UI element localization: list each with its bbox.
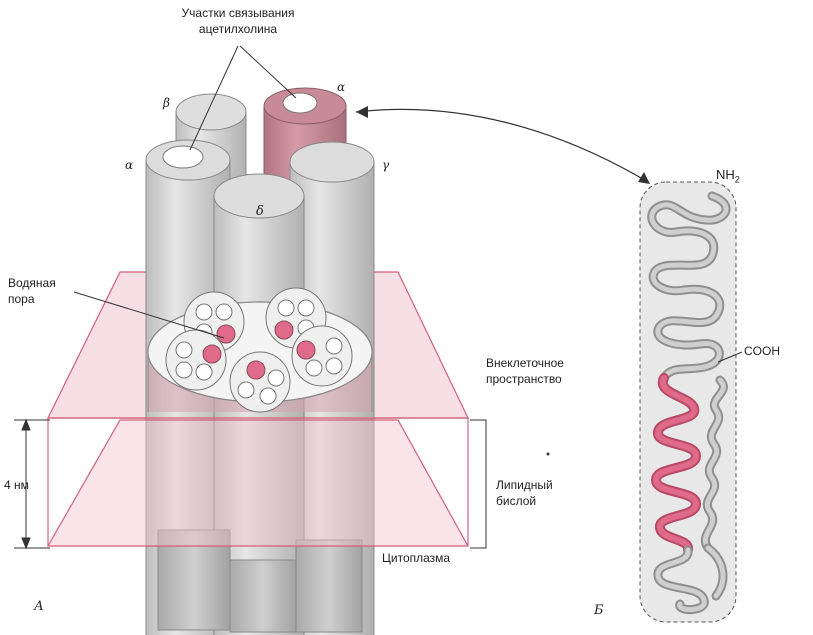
- thickness-label: 4 нм: [4, 478, 29, 492]
- dot-mark: [546, 452, 550, 456]
- nh2-subscript: 2: [734, 174, 740, 185]
- nh2-label: NH2: [716, 168, 740, 187]
- tail-center: [229, 559, 297, 633]
- thickness-scale-bar: [14, 418, 50, 550]
- binding-site-alpha-right: [282, 92, 318, 114]
- tail-left: [157, 529, 231, 631]
- subunit-delta-label: δ: [256, 204, 264, 219]
- cooh-label: COOH: [744, 344, 780, 358]
- panel-a-label: А: [34, 599, 44, 614]
- binding-sites-label-line1: Участки связывания: [181, 6, 295, 20]
- water-pore-leader: [73, 291, 225, 339]
- nh2-text: NH: [716, 167, 735, 182]
- subunit-alpha-left-label: α: [125, 158, 134, 172]
- binding-site-alpha-left: [162, 145, 204, 169]
- cytoplasm-label: Цитоплазма: [382, 551, 451, 565]
- binding-sites-label-line2: ацетилхолина: [198, 22, 278, 36]
- subunit-alpha-right-label: α: [337, 80, 346, 94]
- binding-site-leader-left: [189, 45, 239, 151]
- cross-section: [147, 287, 373, 413]
- section-front: [229, 351, 291, 413]
- extracellular-label-line1: Внеклеточное: [486, 356, 564, 370]
- panel-b-label: Б: [594, 603, 604, 618]
- lipid-bracket: [470, 419, 487, 549]
- lipid-bilayer-label-line2: бислой: [496, 494, 537, 508]
- section-left: [165, 329, 227, 391]
- alpha-to-polypeptide-arrow: [355, 106, 650, 184]
- water-pore-label-line2: пора: [8, 292, 35, 306]
- lipid-bilayer-label-line1: Липидный: [496, 478, 553, 492]
- subunit-gamma-label: γ: [382, 158, 390, 172]
- polypeptide-panel: [639, 181, 743, 623]
- membrane-lower-plane: [46, 419, 470, 547]
- extracellular-label-line2: пространство: [486, 372, 562, 386]
- cooh-leader: [717, 351, 743, 363]
- subunit-beta-label: β: [163, 96, 170, 110]
- tail-right: [295, 539, 363, 633]
- water-pore-label-line1: Водяная: [8, 276, 56, 290]
- binding-site-leader-right: [239, 45, 297, 99]
- section-right: [291, 325, 353, 387]
